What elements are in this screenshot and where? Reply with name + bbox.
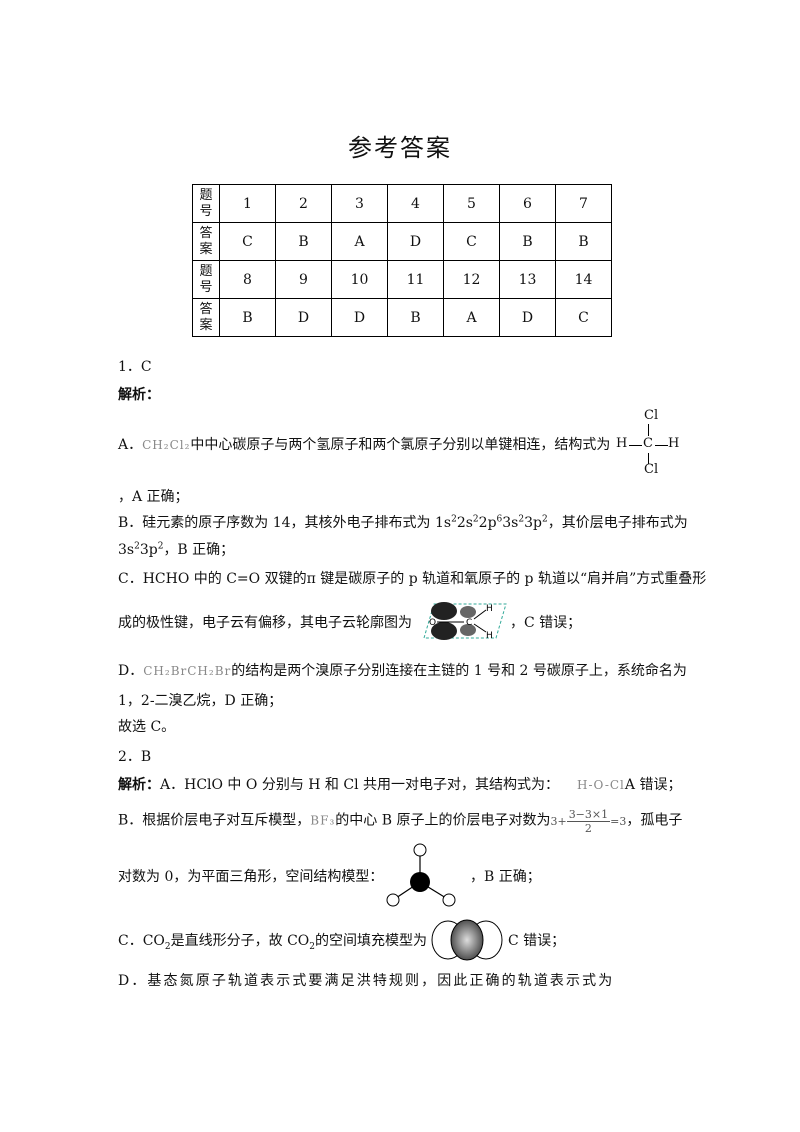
svg-text:O: O	[429, 618, 436, 628]
q1-option-c-line1: C．HCHO 中的 C=O 双键的π 键是碳原子的 p 轨道和氧原子的 p 轨道…	[118, 571, 707, 587]
q2-option-a: 解析：A．HClO 中 O 分别与 H 和 Cl 共用一对电子对，其结构式为：H…	[118, 777, 682, 793]
table-cell: B	[219, 298, 276, 337]
table-cell: 12	[443, 260, 500, 299]
table-cell: D	[275, 298, 332, 337]
q1-option-a: A．CH₂Cl₂中中心碳原子与两个氢原子和两个氯原子分别以单键相连，结构式为	[118, 437, 611, 453]
q2-option-b-end: ，B 正确；	[470, 869, 541, 885]
bf3-formula-image: BF₃	[310, 813, 336, 828]
table-cell: 8	[219, 260, 276, 299]
q2-option-b-line2: 对数为 0，为平面三角形，空间结构模型：	[118, 869, 384, 885]
trigonal-planar-model-diagram	[386, 843, 456, 907]
svg-text:H: H	[486, 631, 493, 641]
hcho-electron-cloud-diagram: O C H H	[423, 602, 507, 641]
ch2cl2-formula-image: CH₂Cl₂	[142, 438, 191, 452]
table-cell: D	[331, 298, 388, 337]
table-cell: 2	[275, 184, 332, 223]
table-cell: 9	[275, 260, 332, 299]
table-cell: B	[387, 298, 444, 337]
page-title: 参考答案	[348, 134, 452, 162]
q1-option-c-end: ，C 错误；	[510, 615, 582, 631]
row-label: 答案	[192, 298, 220, 337]
q2-option-c-end: C 错误；	[508, 933, 566, 949]
table-cell: 3	[331, 184, 388, 223]
table-cell: A	[443, 298, 500, 337]
q1-option-b-line1: B．硅元素的原子序数为 14，其核外电子排布式为 1s22s22p63s23p2…	[118, 514, 688, 531]
q2-option-b-line1: B．根据价层电子对互斥模型，BF₃的中心 B 原子上的价层电子对数为3+3−3×…	[118, 808, 683, 835]
row-label: 题号	[192, 184, 220, 223]
table-cell: 10	[331, 260, 388, 299]
svg-text:C: C	[466, 618, 472, 628]
table-cell: 5	[443, 184, 500, 223]
row-label: 题号	[192, 260, 220, 299]
table-cell: 7	[555, 184, 612, 223]
ch2cl2-structure: Cl H C H Cl	[616, 408, 680, 477]
q2-option-d: D．基态氮原子轨道表示式要满足洪特规则，因此正确的轨道表示式为	[118, 973, 615, 989]
q2-option-c: C．CO2是直线形分子，故 CO2的空间填充模型为	[118, 933, 428, 952]
table-cell: B	[275, 222, 332, 261]
table-cell: C	[219, 222, 276, 261]
table-cell: C	[443, 222, 500, 261]
table-cell: B	[499, 222, 556, 261]
q1-header: 1．C	[118, 359, 152, 375]
co2-space-filling-model	[431, 919, 503, 961]
svg-text:H: H	[486, 604, 493, 614]
table-cell: B	[555, 222, 612, 261]
table-cell: D	[499, 298, 556, 337]
q1-analysis-label: 解析：	[118, 387, 160, 403]
table-cell: 14	[555, 260, 612, 299]
q1-conclusion: 故选 C。	[118, 719, 176, 735]
table-cell: C	[555, 298, 612, 337]
ch2brch2br-formula-image: CH₂BrCH₂Br	[143, 664, 232, 678]
row-label: 答案	[192, 222, 220, 261]
table-cell: A	[331, 222, 388, 261]
hocl-formula-image: H-O-Cl	[577, 778, 625, 792]
table-cell: D	[387, 222, 444, 261]
table-cell: 13	[499, 260, 556, 299]
q1-option-b-line2: 3s23p2，B 正确；	[118, 541, 235, 558]
q1-option-a-end: ，A 正确；	[118, 489, 189, 505]
table-cell: 4	[387, 184, 444, 223]
q1-option-d-line1: D．CH₂BrCH₂Br的结构是两个溴原子分别连接在主链的 1 号和 2 号碳原…	[118, 663, 687, 679]
table-cell: 11	[387, 260, 444, 299]
q1-option-c-line2: 成的极性键，电子云有偏移，其电子云轮廓图为	[118, 615, 412, 631]
table-cell: 6	[499, 184, 556, 223]
q1-option-d-line2: 1，2-二溴乙烷，D 正确；	[118, 693, 283, 709]
table-cell: 1	[219, 184, 276, 223]
q2-header: 2．B	[118, 749, 152, 765]
